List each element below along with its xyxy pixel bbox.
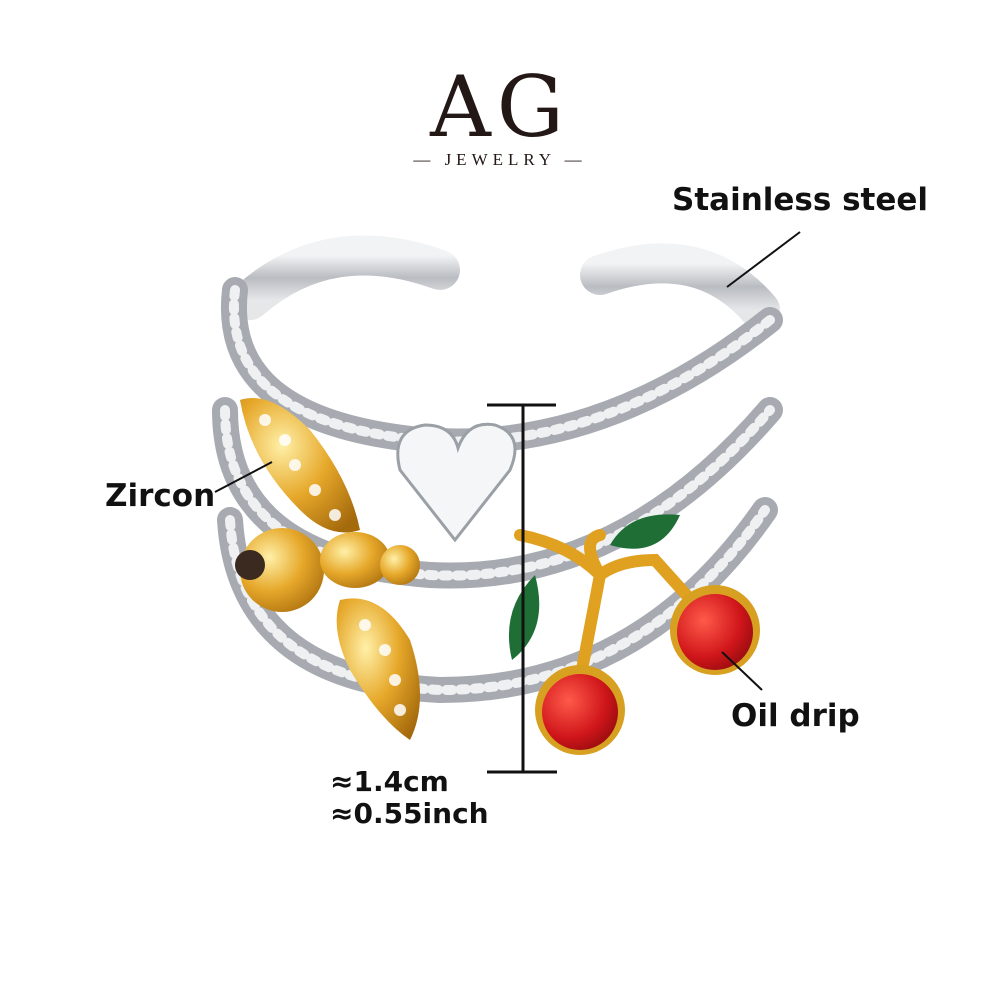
bee-charm <box>235 398 420 740</box>
brand-subtitle: — JEWELRY — <box>413 150 587 169</box>
measurement-cm: ≈1.4cm <box>330 765 449 798</box>
cherry-charm <box>508 514 760 755</box>
label-zircon: Zircon <box>105 478 216 514</box>
oil-drip-callout-line <box>721 651 763 691</box>
stainless-callout-line <box>726 231 801 288</box>
heart-zircon <box>396 422 517 543</box>
ring-back-bands <box>230 235 780 330</box>
brand-logo: AG <box>430 58 570 156</box>
zircon-callout-line <box>214 461 273 493</box>
label-oil-drip: Oil drip <box>731 698 860 734</box>
label-stainless-steel: Stainless steel <box>672 182 929 218</box>
measurement-bar <box>487 403 557 774</box>
measurement-inch: ≈0.55inch <box>330 797 489 830</box>
